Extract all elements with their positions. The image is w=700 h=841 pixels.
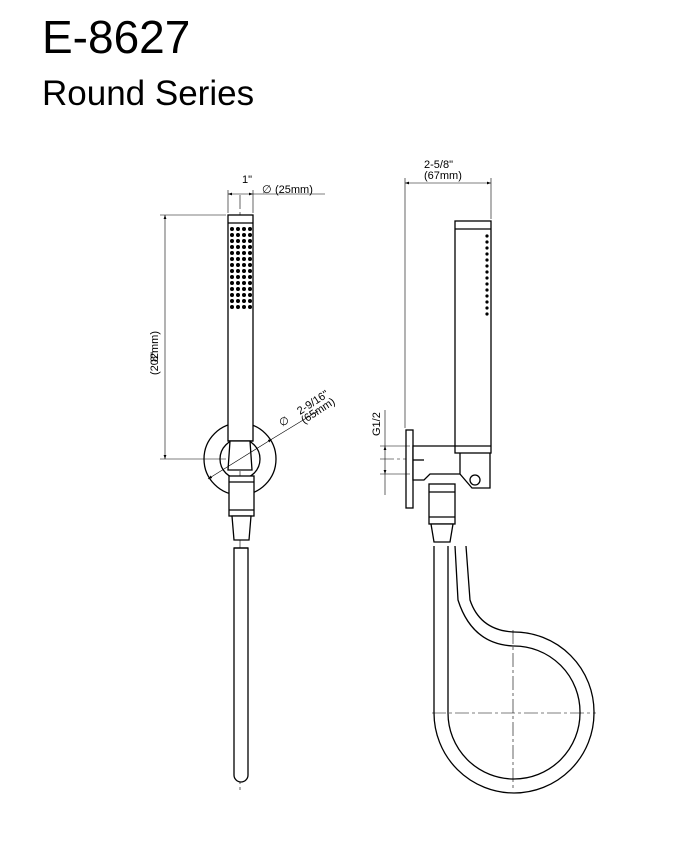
spray-nozzle-dot: [236, 257, 240, 261]
flange-diameter-dim-line: [207, 438, 273, 480]
spray-nozzle-dot: [236, 305, 240, 309]
model-number: E-8627: [42, 11, 191, 63]
spray-nozzle-dot: [230, 293, 234, 297]
spray-nozzle-dot: [236, 251, 240, 255]
spray-nozzle-dot: [230, 287, 234, 291]
spray-nozzle-dot: [248, 263, 252, 267]
spray-nozzle-dot: [242, 239, 246, 243]
spray-nozzle-dot: [230, 233, 234, 237]
side-nozzle-dot: [485, 282, 489, 286]
side-hose-nut: [428, 483, 456, 525]
spray-nozzle-dot: [236, 227, 240, 231]
spray-nozzle-dot: [248, 293, 252, 297]
spray-nozzle-dot: [236, 245, 240, 249]
diameter-symbol-icon: ∅: [262, 184, 272, 196]
spray-nozzle-dot: [236, 269, 240, 273]
spray-nozzle-dot: [242, 233, 246, 237]
spray-nozzle-dot: [230, 257, 234, 261]
handle-length-imperial: 8": [149, 352, 161, 362]
handle-diameter-metric: (25mm): [275, 184, 313, 196]
side-nozzle-dot: [485, 240, 489, 244]
spray-nozzle-dot: [236, 299, 240, 303]
side-nozzle-dot: [485, 294, 489, 298]
spray-nozzle-dot: [236, 233, 240, 237]
spray-nozzle-dot: [230, 263, 234, 267]
spray-nozzle-dot: [236, 293, 240, 297]
projection-imperial: 2-5/8": [424, 159, 453, 171]
spray-nozzle-dot: [242, 287, 246, 291]
front-dimensions: [160, 190, 325, 480]
spray-nozzle-dot: [242, 275, 246, 279]
flange-diameter-symbol-icon: ∅: [277, 414, 292, 429]
spray-nozzle-dot: [242, 281, 246, 285]
spray-nozzle-dot: [230, 269, 234, 273]
series-name: Round Series: [42, 74, 255, 113]
side-nozzle-dot: [485, 276, 489, 280]
spray-nozzle-grid: [230, 227, 252, 309]
spray-nozzle-dot: [248, 305, 252, 309]
side-nozzle-dot: [485, 258, 489, 262]
side-nozzle-dot: [485, 288, 489, 292]
spray-nozzle-dot: [248, 257, 252, 261]
handle-length-metric: (202mm): [149, 331, 161, 375]
side-dimensions: [380, 178, 492, 495]
side-wall-plate: [405, 429, 414, 509]
spray-nozzle-dot: [236, 287, 240, 291]
spray-nozzle-dot: [248, 227, 252, 231]
spray-nozzle-dot: [236, 281, 240, 285]
spray-nozzle-dot: [242, 245, 246, 249]
side-handle-body: [454, 220, 492, 454]
spray-nozzle-dot: [230, 305, 234, 309]
projection-metric: (67mm): [424, 170, 462, 182]
front-view: [203, 195, 277, 790]
spray-nozzle-dot: [248, 281, 252, 285]
side-nozzle-dot: [485, 300, 489, 304]
spray-nozzle-dot: [242, 299, 246, 303]
spray-nozzle-dot: [230, 299, 234, 303]
spray-nozzle-dot: [242, 263, 246, 267]
spray-nozzle-dot: [242, 269, 246, 273]
handle-diameter-imperial: 1": [242, 174, 252, 186]
spray-nozzle-dot: [236, 263, 240, 267]
side-hose-loop: [433, 545, 595, 794]
side-nozzle-face: [485, 234, 489, 316]
spray-nozzle-dot: [230, 239, 234, 243]
spray-nozzle-dot: [248, 287, 252, 291]
spray-nozzle-dot: [248, 239, 252, 243]
spray-nozzle-dot: [230, 281, 234, 285]
front-hose: [233, 547, 249, 783]
spray-nozzle-dot: [248, 299, 252, 303]
spray-nozzle-dot: [248, 275, 252, 279]
spray-nozzle-dot: [230, 227, 234, 231]
spray-nozzle-dot: [248, 245, 252, 249]
spray-nozzle-dot: [248, 269, 252, 273]
front-hose-nut: [228, 475, 255, 517]
spray-nozzle-dot: [242, 305, 246, 309]
side-nozzle-dot: [485, 264, 489, 268]
spray-nozzle-dot: [230, 245, 234, 249]
side-nozzle-dot: [485, 252, 489, 256]
spray-nozzle-dot: [230, 275, 234, 279]
front-hose-cone: [231, 515, 252, 541]
spray-nozzle-dot: [230, 251, 234, 255]
side-view: [380, 220, 596, 794]
spray-nozzle-dot: [242, 257, 246, 261]
spray-nozzle-dot: [248, 251, 252, 255]
spray-nozzle-dot: [242, 227, 246, 231]
thread-label: G1/2: [371, 412, 383, 436]
spray-nozzle-dot: [248, 233, 252, 237]
side-nozzle-dot: [485, 270, 489, 274]
side-nozzle-dot: [485, 306, 489, 310]
spray-nozzle-dot: [236, 275, 240, 279]
spray-nozzle-dot: [242, 251, 246, 255]
side-hose-loop-inner: [447, 545, 581, 780]
side-nozzle-dot: [485, 246, 489, 250]
spray-nozzle-dot: [236, 239, 240, 243]
front-handle-collar: [227, 440, 253, 471]
spray-nozzle-dot: [242, 293, 246, 297]
side-nozzle-dot: [485, 312, 489, 316]
side-nozzle-dot: [485, 234, 489, 238]
